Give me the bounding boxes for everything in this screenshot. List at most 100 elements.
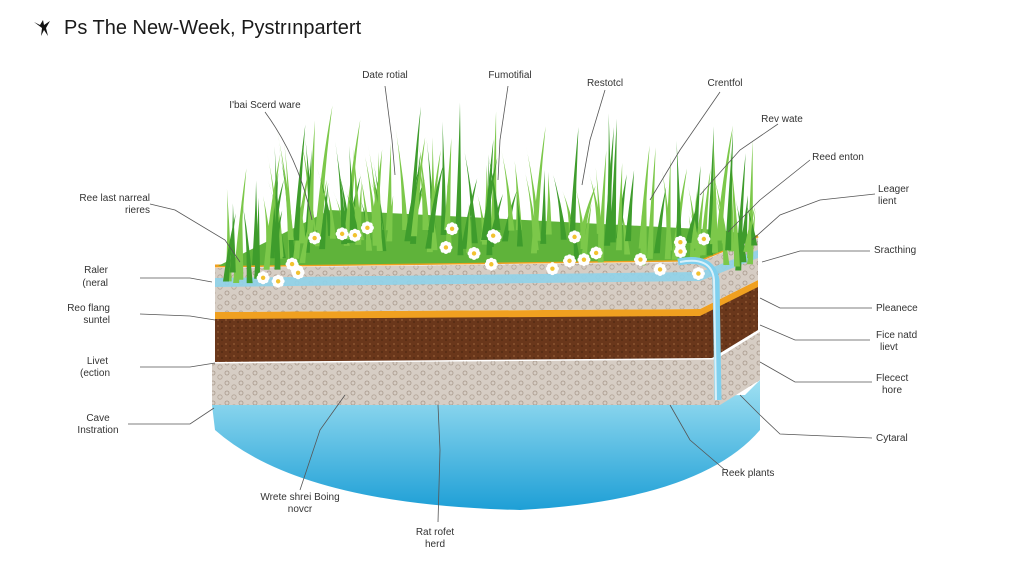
grass-blade — [646, 147, 656, 259]
label-left-2a: Raler — [84, 265, 109, 276]
label-left-3b: suntel — [83, 315, 110, 326]
label-left-1b: rieres — [125, 205, 150, 216]
grass-blade — [715, 125, 734, 241]
daisy-flower — [348, 228, 362, 242]
label-right-6b: lievt — [880, 342, 898, 353]
grass-blade — [345, 189, 360, 236]
label-top-left: I'bai Scerd ware — [229, 100, 301, 111]
grass-blade — [327, 187, 336, 239]
daisy-flower — [633, 253, 647, 267]
daisy-flower — [697, 232, 711, 246]
grass-blade — [293, 124, 306, 241]
label-top-2: Fumotifial — [488, 70, 531, 81]
grass-blade — [395, 128, 409, 230]
grass-blade — [241, 198, 253, 284]
daisy-flower — [335, 227, 349, 241]
daisy-flower — [484, 257, 498, 271]
daisy-flower — [271, 274, 285, 288]
label-bottom-1a: Wrete shrei Boing — [260, 492, 339, 503]
label-right-7b: hore — [882, 385, 902, 396]
grass-blade — [386, 195, 394, 242]
daisy-flower — [577, 253, 591, 267]
grass-blade — [551, 167, 567, 240]
water-layer — [212, 380, 760, 510]
label-left-4b: (ection — [80, 368, 110, 379]
label-right-6a: Fice natd — [876, 330, 917, 341]
daisy-flower — [673, 245, 687, 259]
daisy-flower — [673, 235, 687, 249]
daisy-flower — [653, 262, 667, 276]
grass-blade — [274, 146, 281, 270]
grass-blade — [606, 113, 613, 243]
daisy-flower — [467, 246, 481, 260]
daisy-flower — [445, 222, 459, 236]
bird-logo-icon — [34, 20, 50, 36]
grass-blade — [299, 215, 312, 264]
grass-blade — [315, 105, 333, 230]
grass-blade — [638, 145, 650, 249]
label-right-8: Cytaral — [876, 433, 908, 444]
grass-blade — [735, 199, 747, 263]
label-left-4a: Livet — [87, 356, 108, 367]
grass-blade — [618, 202, 631, 255]
grass-blade — [743, 206, 755, 252]
label-right-5: Pleanece — [876, 303, 918, 314]
grass-blade — [276, 128, 294, 240]
grass-blade — [725, 130, 734, 251]
grass-blade — [516, 195, 523, 247]
grass-blade — [385, 143, 392, 231]
grass-blade — [685, 202, 699, 243]
grass-blade — [514, 161, 522, 231]
grass-blade — [530, 126, 546, 254]
daisy-flower — [691, 267, 705, 281]
grass-blade — [597, 150, 607, 257]
grass-blade — [540, 169, 547, 244]
soil-layer — [215, 285, 758, 362]
grass-blade — [709, 187, 716, 245]
label-right-4: Sracthing — [874, 245, 916, 256]
rock-layer — [212, 330, 760, 405]
grass-blade — [372, 149, 383, 230]
grass-blade — [427, 164, 444, 233]
daisy-flower — [360, 221, 374, 235]
grass-blade — [588, 171, 603, 234]
label-bottom-2a: Rat rofet — [416, 527, 455, 538]
grass-blade — [455, 102, 462, 230]
grass-blade — [229, 203, 236, 273]
grass-blade — [653, 186, 667, 254]
daisy-flower — [545, 262, 559, 276]
grass-blade — [440, 121, 447, 236]
labels: Date rotial Fumotifial Restotcl Crentfol… — [67, 70, 918, 550]
grass-blade — [575, 187, 587, 249]
flowers — [256, 221, 711, 288]
label-top-1: Date rotial — [362, 70, 408, 81]
daisy-flower — [568, 230, 582, 244]
grass-blade — [639, 215, 646, 266]
grass-blade — [233, 168, 247, 284]
grass-blade — [664, 157, 671, 260]
label-bottom-1b: novcr — [288, 504, 313, 515]
grass-blade — [335, 141, 348, 245]
grass-blade — [545, 171, 552, 235]
grass-blade — [404, 170, 419, 242]
grass-blade — [569, 126, 579, 238]
daisy-flower — [486, 229, 500, 243]
daisy-flower — [589, 246, 603, 260]
label-right-2: Reed enton — [812, 152, 864, 163]
grass-blade — [694, 186, 705, 259]
label-left-5b: Instration — [77, 425, 118, 436]
water-band — [215, 250, 758, 287]
grass-blade — [252, 180, 259, 266]
daisy-flower — [291, 266, 305, 280]
grass-blade — [346, 187, 365, 241]
daisy-flower — [285, 257, 299, 271]
grass-blade — [481, 157, 498, 241]
grass-blade — [410, 152, 421, 244]
label-right-3a: Leager — [878, 184, 910, 195]
grass-blades — [222, 102, 758, 284]
grass-blade — [624, 170, 635, 242]
daisy-flower — [256, 271, 270, 285]
grass-blade — [444, 137, 452, 230]
grass-blade — [466, 203, 473, 253]
